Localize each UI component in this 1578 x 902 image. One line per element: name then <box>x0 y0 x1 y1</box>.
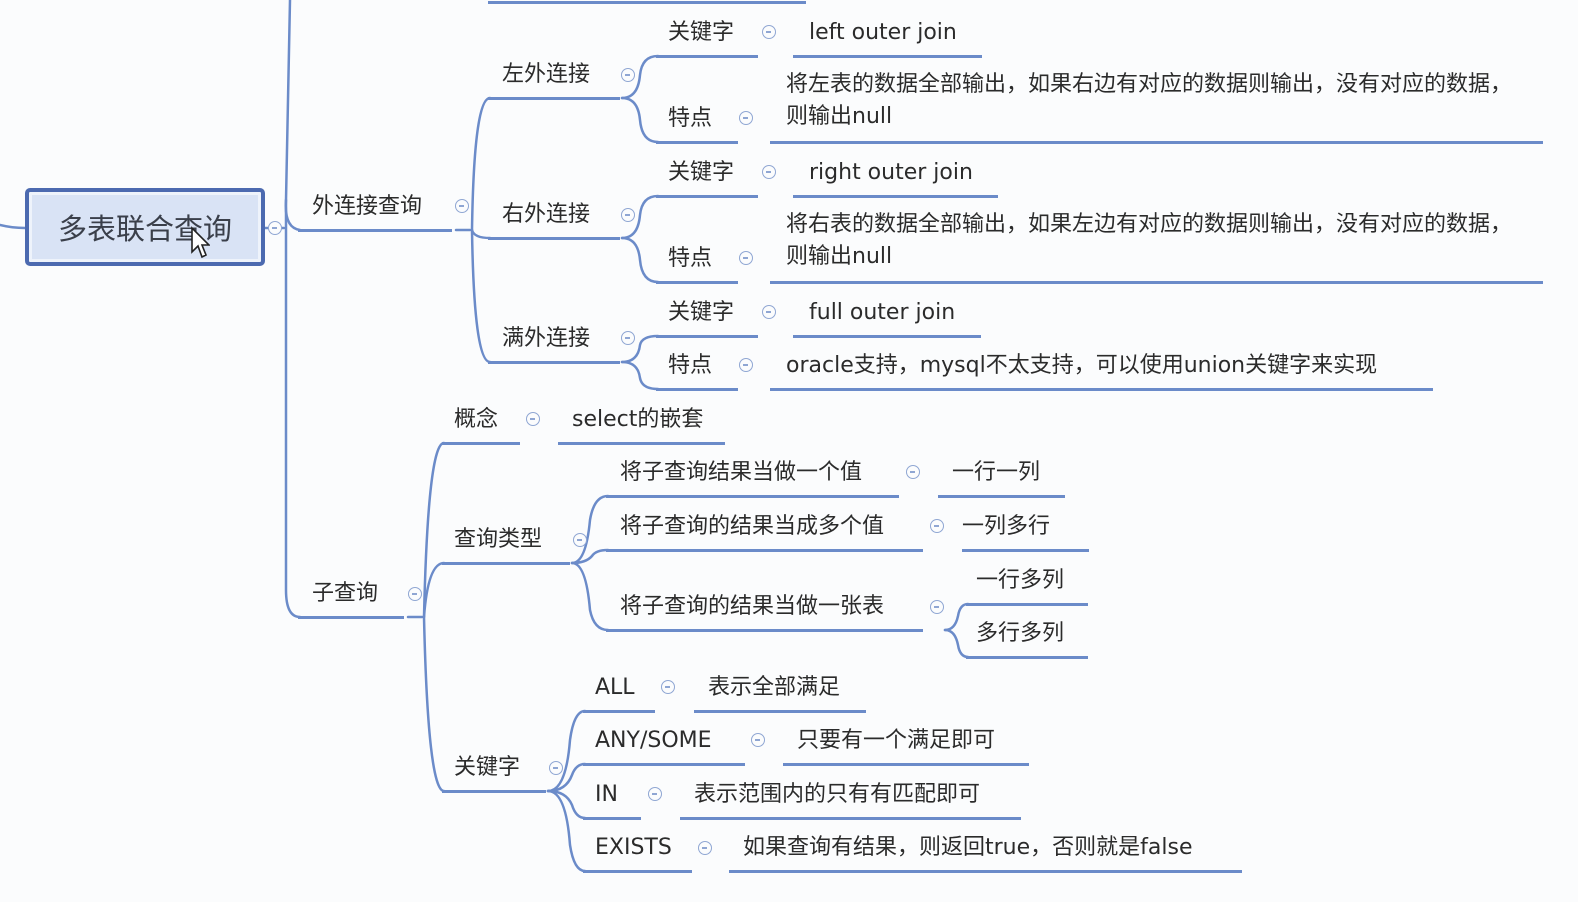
mouse-cursor-icon <box>191 226 210 259</box>
root-topic[interactable]: 多表联合查询 <box>25 188 265 266</box>
root-collapse-icon[interactable] <box>268 221 282 235</box>
right-feature-value-text: 将右表的数据全部输出，如果左边有对应的数据则输出，没有对应的数据，则输出null <box>786 212 1513 269</box>
left-keyword-value[interactable]: left outer join <box>793 10 982 58</box>
query-types-topic[interactable]: 查询类型 <box>442 517 570 565</box>
all-keyword-topic[interactable]: ALL <box>583 665 655 713</box>
exists-keyword-label: EXISTS <box>595 835 672 860</box>
exists-keyword-topic[interactable]: EXISTS <box>583 825 692 873</box>
full-feature-label: 特点 <box>668 353 713 378</box>
concept-collapse-icon[interactable] <box>526 412 540 426</box>
right-join-collapse-icon[interactable] <box>621 208 635 222</box>
left-join-label: 左外连接 <box>502 62 591 87</box>
left-feature-value-text: 将左表的数据全部输出，如果右边有对应的数据则输出，没有对应的数据，则输出null <box>786 72 1513 129</box>
table-result-row-text: 一行多列 <box>976 568 1065 593</box>
all-keyword-value-text: 表示全部满足 <box>708 675 841 700</box>
concept-value-text: select的嵌套 <box>572 407 704 432</box>
any-keyword-topic[interactable]: ANY/SOME <box>583 718 745 766</box>
table-result-multi-text: 多行多列 <box>976 621 1065 646</box>
root-topic-label: 多表联合查询 <box>57 212 232 246</box>
full-feature-topic[interactable]: 特点 <box>656 343 738 391</box>
table-label: 将子查询的结果当做一张表 <box>620 594 885 619</box>
exists-keyword-value[interactable]: 如果查询有结果，则返回true，否则就是false <box>729 825 1242 873</box>
exists-keyword-collapse-icon[interactable] <box>698 841 712 855</box>
concept-value[interactable]: select的嵌套 <box>558 397 725 445</box>
multi-value-collapse-icon[interactable] <box>930 519 944 533</box>
table-result-multi[interactable]: 多行多列 <box>966 611 1088 659</box>
any-keyword-value-text: 只要有一个满足即可 <box>797 728 996 753</box>
in-keyword-value[interactable]: 表示范围内的只有有匹配即可 <box>680 772 1021 820</box>
concept-label: 概念 <box>454 407 499 432</box>
single-value-result[interactable]: 一行一列 <box>938 450 1065 498</box>
right-feature-label: 特点 <box>668 246 713 271</box>
full-feature-value[interactable]: oracle支持，mysql不太支持，可以使用union关键字来实现 <box>770 343 1433 391</box>
multi-value-result[interactable]: 一列多行 <box>962 504 1089 552</box>
right-keyword-label: 关键字 <box>668 160 735 185</box>
all-keyword-value[interactable]: 表示全部满足 <box>694 665 866 713</box>
in-keyword-label: IN <box>595 782 618 807</box>
full-keyword-collapse-icon[interactable] <box>762 305 776 319</box>
any-keyword-label: ANY/SOME <box>595 728 712 753</box>
right-keyword-value[interactable]: right outer join <box>793 150 998 198</box>
any-keyword-value[interactable]: 只要有一个满足即可 <box>783 718 1029 766</box>
query-types-label: 查询类型 <box>454 527 543 552</box>
full-keyword-topic[interactable]: 关键字 <box>656 290 758 338</box>
exists-keyword-value-text: 如果查询有结果，则返回true，否则就是false <box>743 835 1193 860</box>
full-keyword-value[interactable]: full outer join <box>793 290 981 338</box>
table-collapse-icon[interactable] <box>930 600 944 614</box>
left-keyword-topic[interactable]: 关键字 <box>656 10 758 58</box>
all-keyword-label: ALL <box>595 675 635 700</box>
in-keyword-topic[interactable]: IN <box>583 772 641 820</box>
full-join-collapse-icon[interactable] <box>621 331 635 345</box>
full-join-topic[interactable]: 满外连接 <box>488 316 620 364</box>
right-join-topic[interactable]: 右外连接 <box>488 192 620 240</box>
single-value-topic[interactable]: 将子查询结果当做一个值 <box>606 450 899 498</box>
full-keyword-value-text: full outer join <box>809 300 956 325</box>
multi-value-topic[interactable]: 将子查询的结果当成多个值 <box>606 504 923 552</box>
subquery-label: 子查询 <box>312 581 379 606</box>
outer-join-label: 外连接查询 <box>312 194 423 219</box>
full-feature-collapse-icon[interactable] <box>739 358 753 372</box>
left-feature-label: 特点 <box>668 106 713 131</box>
full-keyword-label: 关键字 <box>668 300 735 325</box>
keywords-topic[interactable]: 关键字 <box>442 745 546 793</box>
all-keyword-collapse-icon[interactable] <box>661 680 675 694</box>
full-join-label: 满外连接 <box>502 326 591 351</box>
left-join-collapse-icon[interactable] <box>621 68 635 82</box>
table-topic[interactable]: 将子查询的结果当做一张表 <box>606 584 923 632</box>
query-types-collapse-icon[interactable] <box>573 533 587 547</box>
left-feature-collapse-icon[interactable] <box>739 111 753 125</box>
left-feature-value[interactable]: 将左表的数据全部输出，如果右边有对应的数据则输出，没有对应的数据，则输出null <box>770 56 1543 144</box>
keywords-collapse-icon[interactable] <box>549 761 563 775</box>
right-feature-collapse-icon[interactable] <box>739 251 753 265</box>
in-keyword-value-text: 表示范围内的只有有匹配即可 <box>694 782 981 807</box>
outer-join-topic[interactable]: 外连接查询 <box>298 184 452 232</box>
outer-join-collapse-icon[interactable] <box>455 199 469 213</box>
right-feature-value[interactable]: 将右表的数据全部输出，如果左边有对应的数据则输出，没有对应的数据，则输出null <box>770 196 1543 284</box>
clipped-top-node <box>488 0 806 4</box>
subquery-collapse-icon[interactable] <box>408 587 422 601</box>
left-keyword-value-text: left outer join <box>809 20 957 45</box>
left-keyword-label: 关键字 <box>668 20 735 45</box>
subquery-topic[interactable]: 子查询 <box>298 571 404 619</box>
left-join-topic[interactable]: 左外连接 <box>488 52 620 100</box>
keywords-label: 关键字 <box>454 755 521 780</box>
right-keyword-collapse-icon[interactable] <box>762 165 776 179</box>
right-keyword-value-text: right outer join <box>809 160 973 185</box>
multi-value-label: 将子查询的结果当成多个值 <box>620 514 885 539</box>
concept-topic[interactable]: 概念 <box>442 397 520 445</box>
right-keyword-topic[interactable]: 关键字 <box>656 150 758 198</box>
right-feature-topic[interactable]: 特点 <box>656 236 738 284</box>
full-feature-value-text: oracle支持，mysql不太支持，可以使用union关键字来实现 <box>786 353 1378 378</box>
any-keyword-collapse-icon[interactable] <box>751 733 765 747</box>
in-keyword-collapse-icon[interactable] <box>648 787 662 801</box>
single-value-result-text: 一行一列 <box>952 460 1041 485</box>
table-result-row[interactable]: 一行多列 <box>966 558 1088 606</box>
single-value-label: 将子查询结果当做一个值 <box>620 460 863 485</box>
single-value-collapse-icon[interactable] <box>906 465 920 479</box>
left-feature-topic[interactable]: 特点 <box>656 96 738 144</box>
right-join-label: 右外连接 <box>502 202 591 227</box>
multi-value-result-text: 一列多行 <box>962 514 1051 539</box>
left-keyword-collapse-icon[interactable] <box>762 25 776 39</box>
